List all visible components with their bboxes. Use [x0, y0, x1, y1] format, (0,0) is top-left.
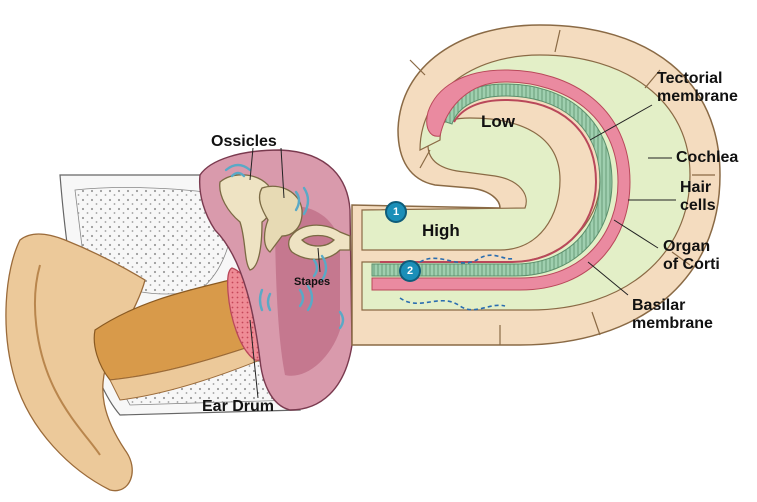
- marker-1: 1: [385, 201, 407, 223]
- label-stapes: Stapes: [294, 276, 330, 289]
- tectorial-line2: membrane: [657, 88, 738, 106]
- label-ear-drum: Ear Drum: [202, 398, 274, 416]
- tectorial-line1: Tectorial: [657, 70, 738, 88]
- organ-line1: Organ: [663, 238, 720, 256]
- label-high: High: [422, 221, 460, 241]
- label-cochlea: Cochlea: [676, 149, 738, 167]
- basilar-line1: Basilar: [632, 297, 713, 315]
- hair-line2: cells: [680, 197, 716, 215]
- label-basilar-membrane: Basilar membrane: [632, 297, 713, 334]
- basilar-line2: membrane: [632, 315, 713, 333]
- label-tectorial-membrane: Tectorial membrane: [657, 70, 738, 107]
- label-organ-of-corti: Organ of Corti: [663, 238, 720, 275]
- label-ossicles: Ossicles: [211, 133, 277, 151]
- organ-line2: of Corti: [663, 256, 720, 274]
- label-low: Low: [481, 112, 515, 132]
- label-hair-cells: Hair cells: [680, 179, 716, 216]
- hair-line1: Hair: [680, 179, 716, 197]
- marker-2: 2: [399, 260, 421, 282]
